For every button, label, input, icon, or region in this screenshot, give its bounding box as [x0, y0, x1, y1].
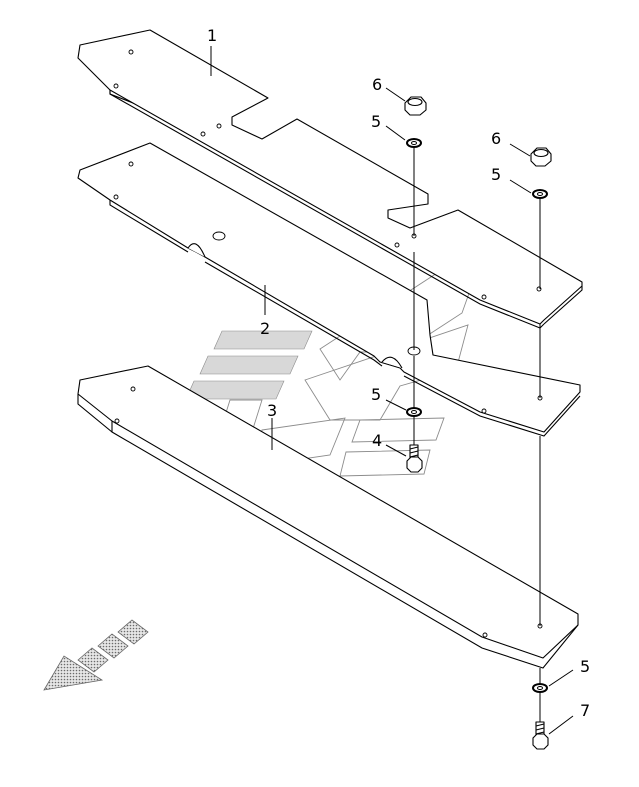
plate-part-1 [77, 29, 583, 329]
washer-5-left-top [406, 138, 422, 148]
bolt-4 [406, 444, 423, 473]
washer-5-right-top [532, 189, 548, 199]
assembly-axis-lines [413, 143, 541, 726]
callout-2: 2 [260, 319, 270, 338]
nut-6-left [404, 96, 427, 116]
callout-3: 3 [267, 401, 277, 420]
callout-4: 4 [372, 431, 382, 450]
plate-part-2 [77, 142, 581, 437]
plate-part-3 [77, 365, 579, 669]
washer-5-right-bottom [532, 683, 548, 693]
callout-6-left: 6 [372, 75, 382, 94]
bolt-7 [532, 721, 549, 750]
callout-1: 1 [207, 26, 217, 45]
callout-leaders [210, 46, 574, 735]
callout-6-right: 6 [491, 129, 501, 148]
callout-7: 7 [580, 701, 590, 720]
callout-5-right-top: 5 [491, 165, 501, 184]
callout-5-right-bottom: 5 [580, 657, 590, 676]
callout-5-left-top: 5 [371, 112, 381, 131]
forward-direction-arrow-icon [43, 619, 149, 691]
nut-6-right [530, 147, 552, 167]
callout-5-left-bottom: 5 [371, 385, 381, 404]
washer-5-left-bottom [406, 407, 422, 417]
